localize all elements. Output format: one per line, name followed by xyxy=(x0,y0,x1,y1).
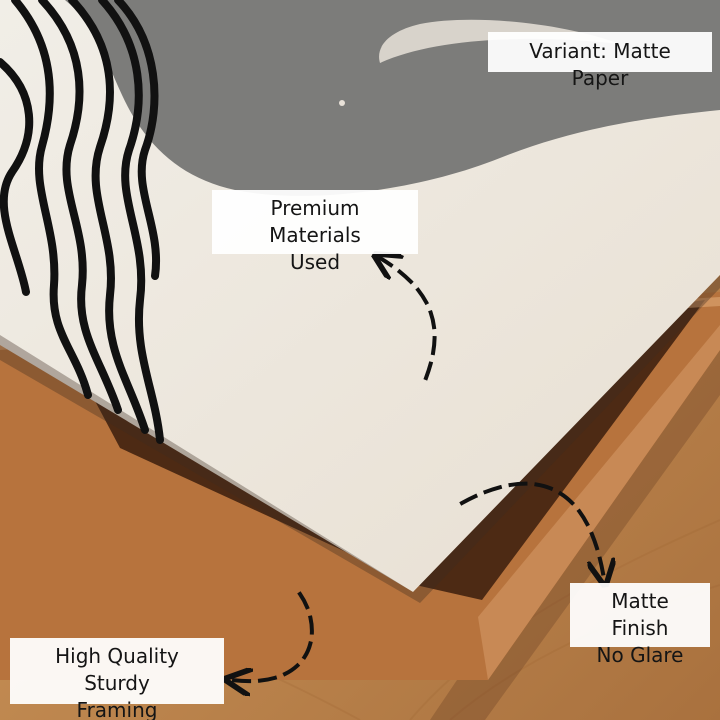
matte-line-1: Matte Finish xyxy=(611,589,669,640)
premium-line-2: Used xyxy=(289,250,341,274)
variant-label: Variant: Matte Paper xyxy=(488,32,712,90)
framing-callout: High Quality Sturdy Framing xyxy=(10,638,224,720)
paint-speck xyxy=(339,100,345,106)
premium-line-1: Premium Materials xyxy=(269,196,361,247)
frame-side-grain xyxy=(478,325,720,680)
premium-materials-callout: Premium Materials Used xyxy=(212,190,418,274)
matte-line-2: No Glare xyxy=(596,643,684,667)
variant-text: Variant: Matte Paper xyxy=(529,39,671,90)
framing-line-1: High Quality Sturdy xyxy=(55,644,179,695)
framing-line-2: Framing xyxy=(76,698,158,720)
matte-finish-callout: Matte Finish No Glare xyxy=(570,583,710,667)
paper-shadow xyxy=(0,275,720,603)
dashed-arrow-icon xyxy=(232,258,604,681)
abstract-black-lines xyxy=(0,0,164,444)
gray-wash-highlight xyxy=(379,19,620,64)
